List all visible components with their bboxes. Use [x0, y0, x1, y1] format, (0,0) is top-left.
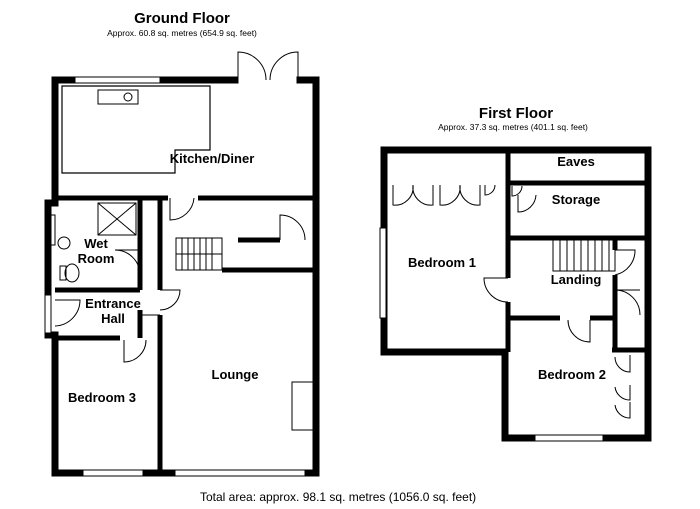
first-floor-stairs: [552, 237, 616, 272]
first-floor-doors: [392, 184, 641, 419]
fireplace-icon: [291, 381, 317, 431]
ground-floor-internal-walls: [55, 195, 316, 473]
first-floor-internal-walls: [505, 150, 648, 353]
room-storage: Storage: [551, 192, 601, 207]
room-kitchen-diner: Kitchen/Diner: [169, 151, 255, 166]
ground-floor-windows: [44, 76, 306, 477]
room-landing: Landing: [550, 272, 602, 287]
ground-floor-stairs: [175, 237, 223, 271]
sink-icon: [97, 89, 139, 105]
ground-floor-title: Ground Floor: [134, 10, 230, 27]
ground-floor-doors: [54, 197, 306, 363]
total-area: Total area: approx. 98.1 sq. metres (105…: [200, 490, 477, 504]
room-bedroom-3: Bedroom 3: [68, 390, 136, 405]
french-doors-icon: [237, 51, 299, 81]
wet-room-fixtures: [57, 202, 137, 283]
room-lounge: Lounge: [211, 367, 259, 382]
room-wet-room: Wet Room: [77, 236, 115, 266]
ground-floor-area: Approx. 60.8 sq. metres (654.9 sq. feet): [107, 28, 257, 38]
room-entrance-hall: Entrance Hall: [85, 296, 141, 326]
ground-floor-plan: [44, 51, 320, 477]
room-bedroom-1: Bedroom 1: [408, 255, 476, 270]
first-floor-area: Approx. 37.3 sq. metres (401.1 sq. feet): [438, 122, 588, 132]
first-floor-title: First Floor: [478, 105, 554, 122]
room-bedroom-2: Bedroom 2: [538, 367, 606, 382]
first-floor-plan: [379, 146, 652, 442]
first-floor-outer-walls: [380, 146, 652, 442]
ground-floor-outer-walls: [44, 76, 320, 477]
room-eaves: Eaves: [557, 154, 595, 169]
first-floor-windows: [379, 227, 604, 442]
kitchen-worktop: [61, 85, 211, 174]
